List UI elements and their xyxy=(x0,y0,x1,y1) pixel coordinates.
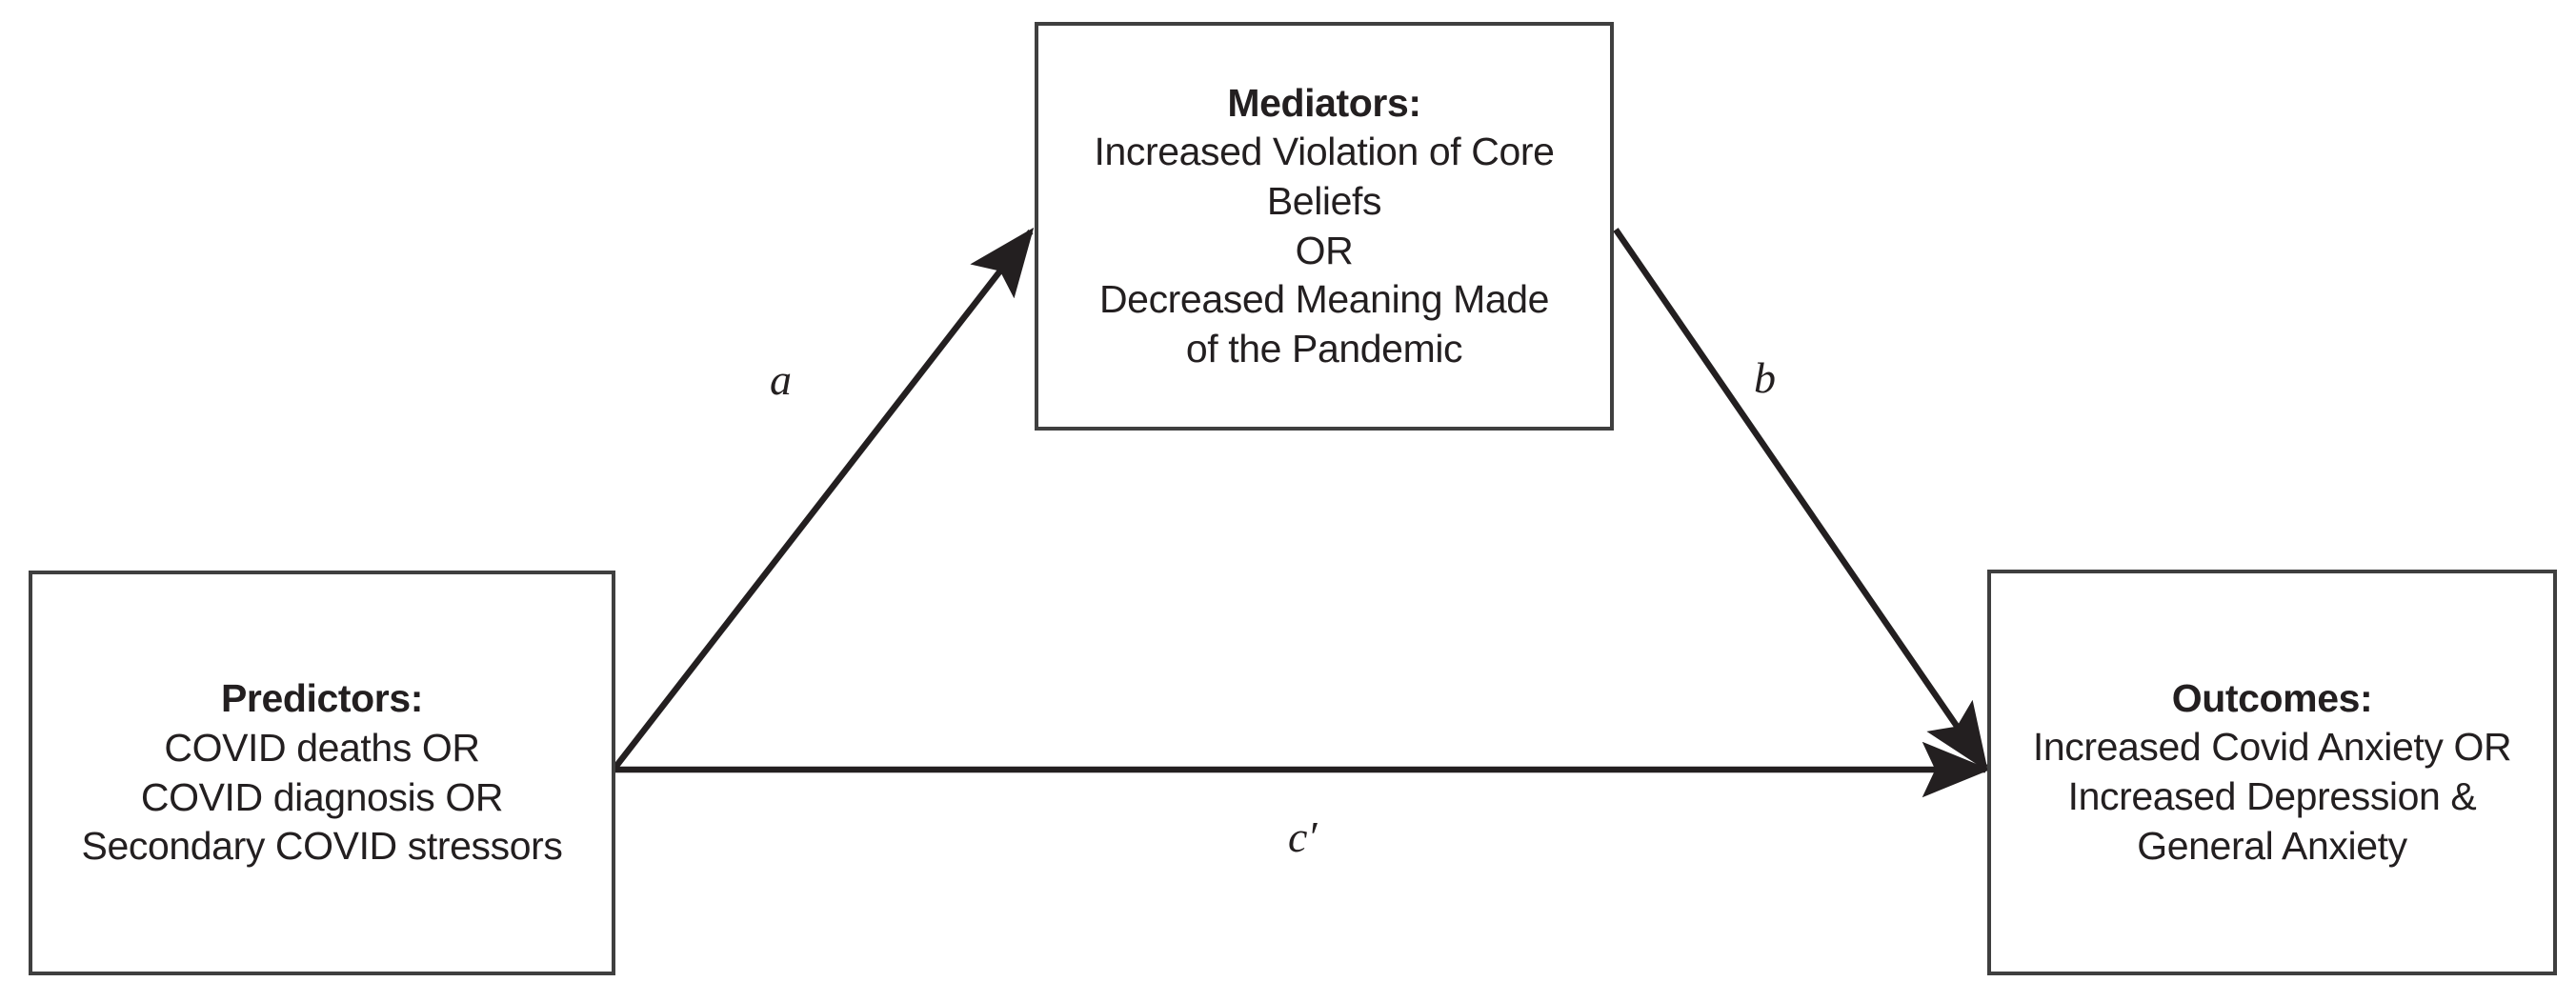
predictors-line-3: Secondary COVID stressors xyxy=(81,824,563,869)
node-box-predictors[interactable]: Predictors: COVID deaths OR COVID diagno… xyxy=(29,571,615,975)
predictors-line-2: COVID diagnosis OR xyxy=(140,774,504,819)
outcomes-title: Outcomes: xyxy=(2171,675,2373,720)
outcomes-line-1: Increased Covid Anxiety OR xyxy=(2032,725,2512,770)
outcomes-line-3: General Anxiety xyxy=(2137,823,2407,868)
path-label-c-prime: c′ xyxy=(1288,812,1318,861)
mediators-line-2: Beliefs xyxy=(1266,178,1382,223)
node-box-outcomes[interactable]: Outcomes: Increased Covid Anxiety OR Inc… xyxy=(1987,570,2557,975)
outcomes-line-2: Increased Depression & xyxy=(2067,774,2477,818)
path-b-arrow xyxy=(1613,228,1988,772)
mediators-line-4: Decreased Meaning Made xyxy=(1098,277,1550,322)
predictors-line-1: COVID deaths OR xyxy=(164,725,480,770)
path-label-a: a xyxy=(770,355,792,404)
mediators-line-1: Increased Violation of Core xyxy=(1094,130,1555,174)
mediators-line-3: OR xyxy=(1295,228,1354,272)
node-box-mediators[interactable]: Mediators: Increased Violation of Core B… xyxy=(1035,22,1614,431)
mediators-title: Mediators: xyxy=(1227,80,1421,125)
mediators-line-5: of the Pandemic xyxy=(1185,326,1463,371)
path-a-arrow xyxy=(611,227,1035,772)
predictors-title: Predictors: xyxy=(220,676,424,721)
path-label-b: b xyxy=(1754,353,1776,402)
